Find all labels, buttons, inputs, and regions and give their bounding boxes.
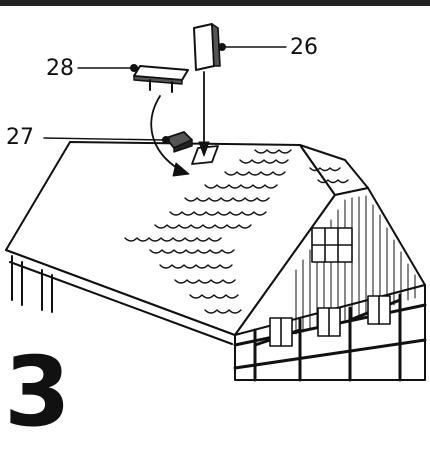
callout-28-dot [130,64,138,72]
callout-27-line [43,137,165,141]
roof-shingles [124,149,349,314]
roof-eave [5,249,236,336]
part-26-chimney [193,23,221,157]
callout-27-dot [162,136,170,144]
arrow-right-icon [172,162,190,177]
top-rule [0,0,430,6]
part-28-bench [133,65,190,177]
callout-26-label: 26 [290,35,318,60]
callout-27-label: 27 [6,125,34,150]
gable-window [311,227,353,263]
curved-arrow [150,95,181,171]
timber-frame [233,293,427,382]
roof-opening-plate [191,145,219,165]
callout-28-label: 28 [46,56,74,81]
roof-eave-under [9,261,233,345]
step-number: 3 [4,336,71,448]
arrow-down-icon [198,141,210,157]
callout-26-dot [218,43,226,51]
wall-windows [269,295,391,347]
part-27-piece [165,131,193,153]
